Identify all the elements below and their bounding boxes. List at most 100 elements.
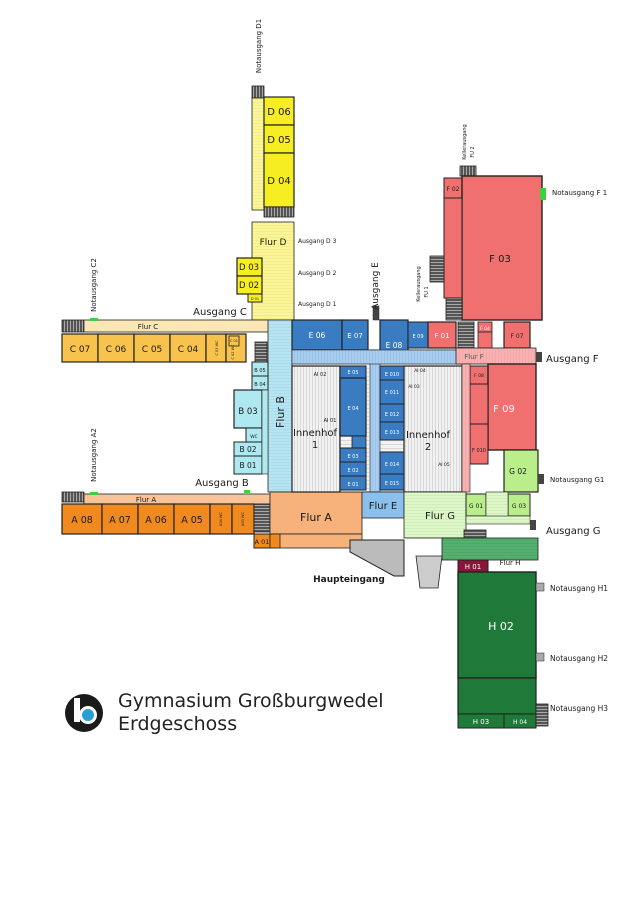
room-label: H 03 (473, 718, 489, 726)
room-f07[interactable] (503, 321, 531, 349)
room-label: D 03 (239, 263, 259, 273)
corridor-label: Flur B (274, 396, 287, 428)
room-label: C 02 WC (231, 344, 235, 360)
exit-label: Haupteingang (313, 575, 385, 585)
room-label: E 09 (412, 334, 423, 340)
corridor-label: Flur H (500, 559, 521, 567)
logo-icon (65, 694, 103, 732)
room-label: D 04 (267, 176, 291, 187)
innenhof-2[interactable] (403, 365, 463, 493)
wing-g (403, 449, 544, 545)
exit-label: Notausgang D1 (255, 19, 263, 73)
room-f09[interactable] (487, 363, 537, 451)
flur-b[interactable] (267, 319, 293, 493)
wing-f (427, 165, 546, 493)
flur-c[interactable] (83, 319, 271, 333)
corridor-label: Flur C (138, 323, 159, 331)
room-label: F 02 (447, 186, 460, 193)
room-label: B 01 (239, 461, 256, 470)
flur-a[interactable] (269, 491, 363, 535)
room-c07[interactable] (61, 333, 99, 363)
corridor-label: Flur G (425, 511, 455, 522)
room-f03[interactable] (461, 175, 543, 321)
exit-label: Notausgang H1 (550, 584, 608, 593)
room-g02[interactable] (503, 449, 539, 493)
room-label: E 04 (347, 406, 358, 412)
corridor-label: Flur A (300, 511, 332, 524)
room-d04[interactable] (263, 152, 295, 208)
flur-g[interactable] (403, 491, 467, 539)
room-label: F 03 (489, 254, 511, 265)
exit-label: Ausgang D 3 (298, 238, 337, 245)
room-label: E 06 (309, 331, 326, 340)
corridor-label: Flur A (136, 496, 157, 504)
exit-marker-icon (535, 582, 545, 592)
room-a06[interactable] (137, 503, 175, 535)
room-c06[interactable] (97, 333, 135, 363)
room-f01[interactable] (427, 321, 457, 349)
stair-icon (253, 503, 271, 533)
exit-marker-icon (90, 318, 98, 321)
room-label: E 014 (385, 462, 399, 468)
room-a07[interactable] (101, 503, 139, 535)
room-label: B 04 (254, 382, 265, 388)
room-label: F 07 (511, 333, 524, 340)
room-label: E 015 (385, 481, 399, 487)
exit-label: Ausgang D 2 (298, 270, 337, 277)
room-label: E 01 (347, 482, 358, 488)
flur-a-top[interactable] (83, 493, 271, 505)
room-c04[interactable] (169, 333, 207, 363)
room-label: H 04 (513, 719, 527, 726)
exit-label: Notausgang C2 (90, 258, 98, 312)
wing-d (236, 85, 295, 321)
room-label: F 04 (480, 326, 490, 332)
main-entrance (349, 539, 443, 589)
room-label: F 010 (472, 448, 486, 454)
exit-label: FU 1 (424, 286, 430, 297)
courtyard-label: AI 01 (324, 418, 337, 424)
room-h02[interactable] (457, 571, 537, 679)
room-d05[interactable] (263, 124, 295, 154)
room-label: E 012 (385, 412, 399, 418)
room-label: H 02 (488, 620, 514, 633)
exit-label: Ausgang C (193, 307, 247, 318)
room-e011[interactable] (379, 379, 405, 405)
room-label: C 01 (230, 339, 238, 343)
room-label: A04 WC (219, 512, 223, 526)
room-e015[interactable] (379, 473, 405, 491)
room-c01[interactable] (228, 335, 240, 347)
room-label: A03 WC (241, 512, 245, 526)
flur-h[interactable] (441, 537, 539, 561)
room-e01[interactable] (339, 475, 367, 491)
room-label: C 06 (106, 345, 127, 355)
room-label: C 04 (178, 345, 199, 355)
stair-icon (535, 703, 549, 727)
room-b03[interactable] (233, 389, 263, 429)
courtyard-label: 2 (425, 442, 431, 453)
room-d01[interactable] (247, 293, 263, 303)
room-label: E 08 (386, 341, 403, 350)
courtyard-label: Innenhof (406, 430, 451, 441)
room-label: G 01 (469, 503, 483, 510)
corridor-label: Flur E (369, 501, 397, 512)
exit-label: Notausgang H2 (550, 654, 608, 663)
room-label: C 05 (142, 345, 163, 355)
room-label: H 01 (465, 563, 481, 571)
courtyard-label: AI 04 (414, 368, 426, 374)
exit-marker-icon (538, 474, 544, 484)
room-e013[interactable] (379, 421, 405, 441)
exit-label: Ausgang E (371, 262, 381, 310)
exit-label: Notausgang G1 (550, 476, 604, 484)
flur-e[interactable] (361, 491, 405, 519)
exit-marker-icon (536, 352, 542, 362)
exit-marker-icon (244, 490, 250, 493)
exit-marker-icon (530, 520, 536, 530)
room-e04[interactable] (339, 377, 367, 437)
room-f010[interactable] (469, 423, 489, 465)
stair-icon (61, 491, 85, 503)
stair-icon (263, 206, 295, 218)
courtyard-label: AI 02 (314, 372, 327, 378)
room-label: F 09 (493, 404, 515, 415)
room-label: E 05 (347, 370, 358, 376)
corridor-label: Flur D (260, 238, 287, 248)
